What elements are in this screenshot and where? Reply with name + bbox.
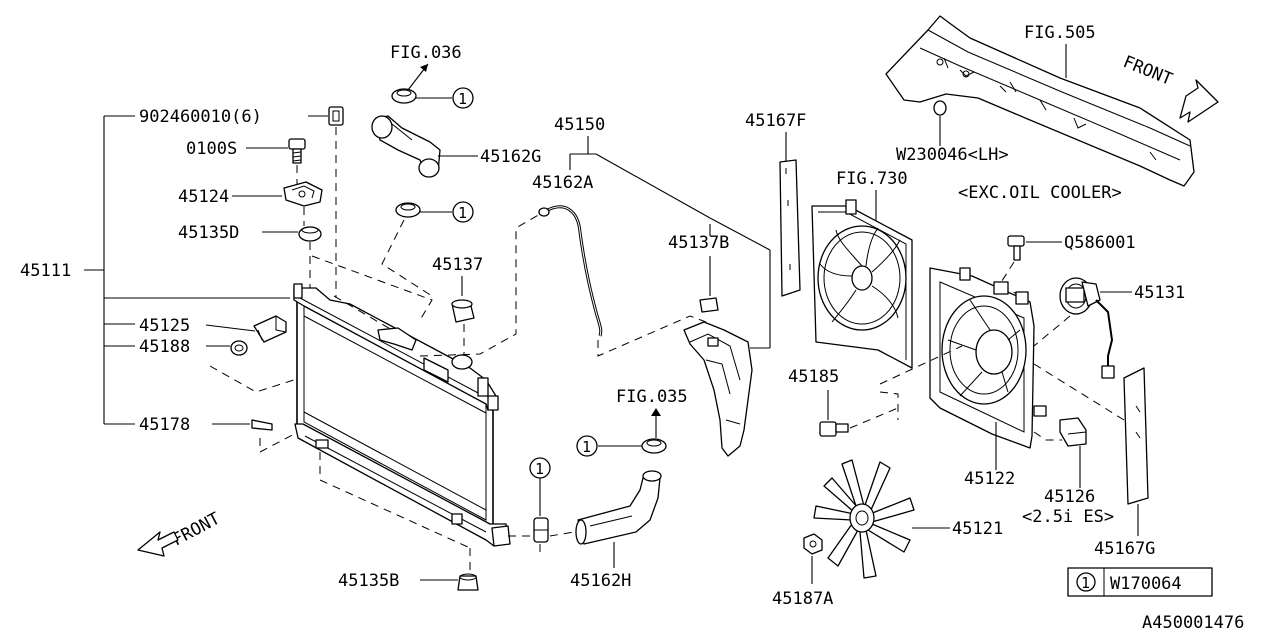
label-45162H: 45162H — [570, 571, 631, 591]
label-45185: 45185 — [788, 367, 839, 387]
part-clamp-upper-1 — [391, 88, 417, 104]
label-45178: 45178 — [139, 415, 190, 435]
part-fig730-fan-shroud — [811, 199, 913, 369]
svg-text:1: 1 — [535, 460, 544, 478]
label-45137B: 45137B — [668, 233, 729, 253]
label-45122: 45122 — [964, 469, 1015, 489]
label-2-5i-es: <2.5i ES> — [1022, 507, 1114, 527]
part-45111-bracket — [84, 115, 290, 425]
label-902460010: 902460010(6) — [139, 107, 262, 127]
part-45131-fan-motor — [1059, 277, 1115, 379]
label-w230046: W230046<LH> — [896, 145, 1009, 165]
label-fig505: FIG.505 — [1024, 23, 1096, 43]
svg-text:1: 1 — [582, 438, 591, 456]
label-45135B: 45135B — [338, 571, 399, 591]
part-0100S-bolt-icon — [288, 138, 306, 164]
part-45162G-upper-hose — [371, 115, 441, 178]
label-45135D: 45135D — [178, 223, 239, 243]
label-front-left: FRONT — [169, 509, 224, 551]
part-clamp-lower-1 — [641, 438, 667, 454]
part-filler-neck-cap — [451, 354, 473, 370]
diagram-reference-number: A450001476 — [1142, 613, 1244, 633]
arrow-front-left-icon — [137, 531, 179, 557]
radiator-assembly — [293, 283, 511, 547]
label-45111: 45111 — [20, 261, 71, 281]
part-45188-o-ring-icon — [230, 340, 248, 356]
part-45167G-seal-strip — [1123, 367, 1149, 505]
label-45167F: 45167F — [745, 111, 806, 131]
label-45137: 45137 — [432, 255, 483, 275]
part-45126-relay-icon — [1059, 417, 1087, 447]
part-Q586001-bolt-icon — [1007, 235, 1025, 261]
part-45162A-overflow-hose — [538, 205, 603, 337]
label-45121: 45121 — [952, 519, 1003, 539]
label-45162A: 45162A — [532, 173, 593, 193]
label-45167G: 45167G — [1094, 539, 1155, 559]
part-45185-bolt-icon — [819, 421, 849, 437]
svg-text:1: 1 — [458, 90, 467, 108]
part-fig505-crossmember — [885, 15, 1195, 187]
label-45150: 45150 — [554, 115, 605, 135]
label-0100S: 0100S — [186, 139, 237, 159]
callout-1-a: 1 — [452, 87, 474, 109]
label-45131: 45131 — [1134, 283, 1185, 303]
label-45187A: 45187A — [772, 589, 833, 609]
label-45124: 45124 — [178, 187, 229, 207]
label-exc-oil-cooler: <EXC.OIL COOLER> — [958, 183, 1122, 203]
callout-1-b: 1 — [452, 201, 474, 223]
part-45122-fan-shroud — [929, 267, 1047, 449]
callout-1-c: 1 — [576, 435, 598, 457]
label-45126: 45126 — [1044, 487, 1095, 507]
label-Q586001: Q586001 — [1064, 233, 1136, 253]
part-45137B-reservoir-cap-icon — [699, 297, 719, 313]
part-w230046-clip — [933, 100, 947, 116]
label-front-right: FRONT — [1120, 52, 1175, 90]
part-45121-fan-blade — [813, 459, 915, 579]
part-45137-radiator-cap-icon — [451, 299, 475, 323]
part-45167F-seal-strip — [779, 159, 801, 297]
svg-text:1: 1 — [458, 204, 467, 222]
part-45135B-cushion-icon — [457, 573, 479, 591]
legend-part-number: W170064 — [1110, 574, 1182, 594]
legend-box: 1 W170064 — [1067, 567, 1213, 597]
legend-symbol: 1 — [1081, 574, 1090, 592]
part-45187A-nut-icon — [803, 533, 823, 555]
part-45135D-cushion-icon — [298, 226, 322, 242]
callout-1-d: 1 — [529, 457, 551, 479]
part-clamp-lower-2 — [533, 517, 549, 543]
part-clamp-upper-2 — [395, 202, 421, 218]
label-fig035: FIG.035 — [616, 387, 688, 407]
arrow-fig036 — [407, 63, 429, 91]
arrow-front-right-icon — [1179, 79, 1219, 123]
part-45125-drain-plug-icon — [253, 315, 287, 343]
label-45162G: 45162G — [480, 147, 541, 167]
part-45178-seal-icon — [251, 419, 273, 431]
label-fig036: FIG.036 — [390, 43, 462, 63]
part-45124-bracket-icon — [283, 181, 323, 207]
label-fig730: FIG.730 — [836, 169, 908, 189]
label-45125: 45125 — [139, 316, 190, 336]
arrow-fig035 — [651, 408, 661, 438]
part-45162H-lower-hose — [575, 470, 662, 545]
part-902460010-clip-icon — [328, 106, 344, 126]
label-45188: 45188 — [139, 337, 190, 357]
part-45150-reservoir-tank — [683, 321, 753, 457]
